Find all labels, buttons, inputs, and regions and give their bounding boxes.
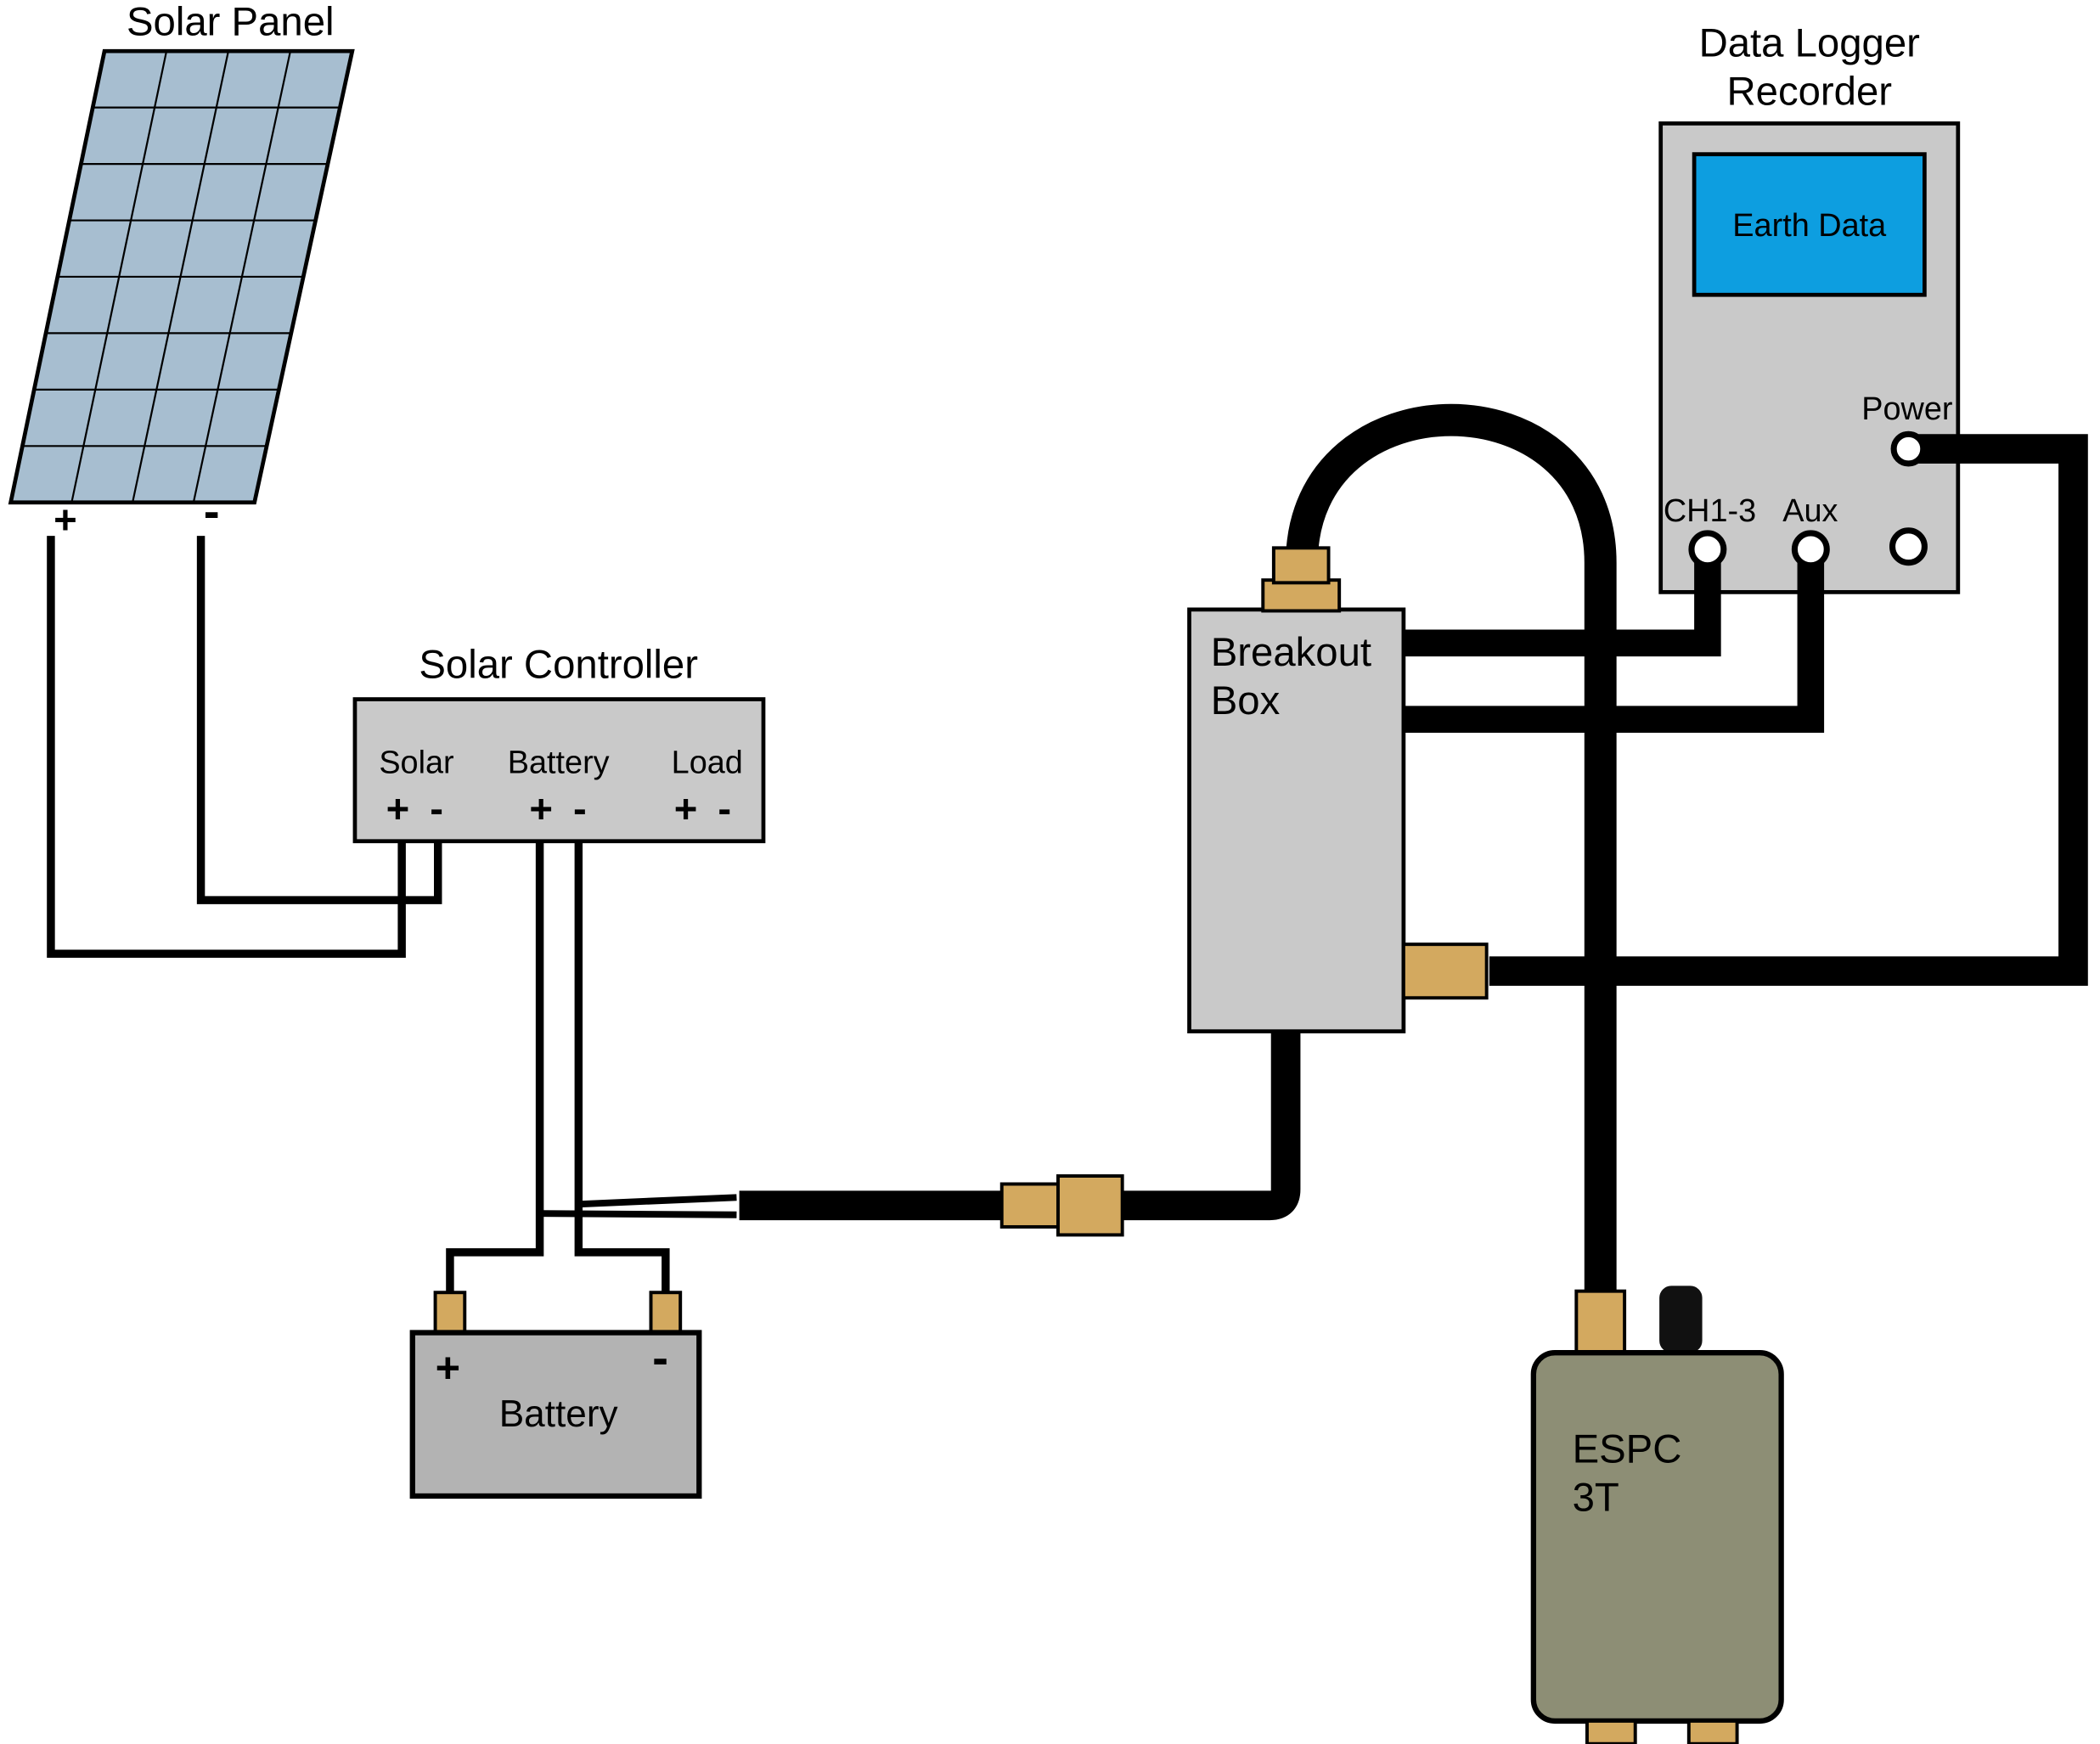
- wire-panel-positive: [47, 536, 406, 958]
- aux-port-label: Aux: [1782, 493, 1838, 529]
- solar-panel-plus-label: +: [53, 498, 77, 543]
- ch1-3-port-jack: [1688, 530, 1727, 569]
- battery: + - Battery: [409, 1291, 702, 1499]
- breakout-side-connector: [1401, 942, 1489, 1000]
- battery-minus-sign: -: [573, 787, 587, 832]
- battery-minus-label: -: [652, 1331, 668, 1385]
- cable-power-to-breakout: [1489, 434, 2088, 987]
- aux-port-jack: [1791, 530, 1830, 569]
- solar-panel-title: Solar Panel: [127, 0, 335, 44]
- load-plus-sign: +: [674, 787, 698, 832]
- wire-panel-negative: [196, 536, 442, 904]
- battery-plus-label: +: [436, 1343, 460, 1392]
- sensor-power-cable: [739, 1031, 1301, 1237]
- battery-terminal-negative: [649, 1291, 683, 1335]
- battery-body: [409, 1330, 702, 1499]
- breakout-top-connector-base: [1261, 578, 1342, 613]
- ch1-3-port-label: CH1-3: [1664, 493, 1756, 529]
- solar-panel: Solar Panel + -: [8, 0, 355, 543]
- espc-bottom-connector-left: [1585, 1719, 1637, 1744]
- controller-terminal-battery-label: Battery: [508, 745, 610, 780]
- wires-controller-to-battery: [446, 841, 737, 1293]
- espc-top-connector: [1574, 1289, 1627, 1355]
- breakout-box-body: [1187, 607, 1406, 1034]
- wire-battery-positive: [446, 841, 544, 1293]
- espc-bottom-connector-right: [1686, 1719, 1739, 1744]
- solar-controller: Solar Controller Solar Battery Load + - …: [352, 642, 766, 844]
- solar-panel-minus-label: -: [204, 486, 220, 539]
- cable-breakout-to-ch1-3: [1403, 555, 1721, 657]
- solar-controller-body: [352, 697, 766, 844]
- espc-title-line2: 3T: [1573, 1475, 1619, 1520]
- espc-cap: [1659, 1285, 1703, 1353]
- cable-breakout-to-aux: [1403, 555, 1825, 733]
- wire-cable-lead-2: [541, 1210, 737, 1218]
- power-port-jack: [1890, 430, 1927, 467]
- solar-plus-sign: +: [386, 787, 410, 832]
- breakout-box-title-line2: Box: [1211, 678, 1281, 723]
- wire-cable-lead-1: [579, 1194, 737, 1208]
- data-logger-screen: [1692, 152, 1927, 297]
- breakout-box: Breakout Box: [1187, 607, 1406, 1034]
- controller-terminal-solar-label: Solar: [379, 745, 453, 780]
- wire-battery-negative: [574, 841, 670, 1293]
- cable-breakout-to-espc: [1286, 403, 1617, 1319]
- cables: [1286, 403, 2088, 1319]
- breakout-box-connectors: [1261, 546, 1489, 1000]
- data-logger-title-line2: Recorder: [1726, 69, 1892, 114]
- inline-connector-large: [1056, 1174, 1124, 1237]
- solar-controller-title: Solar Controller: [419, 642, 698, 687]
- data-logger-recorder: Data Logger Recorder Earth Data Power CH…: [1658, 21, 1961, 594]
- espc-3t-sensor: ESPC 3T: [1530, 1285, 1784, 1744]
- inline-connector-small: [999, 1182, 1060, 1229]
- espc-title-line1: ESPC: [1573, 1427, 1682, 1472]
- screen-text: Earth Data: [1732, 208, 1887, 244]
- espc-body: [1530, 1350, 1784, 1724]
- controller-terminal-load-label: Load: [672, 745, 743, 780]
- wires-panel-to-controller: [47, 536, 442, 958]
- data-logger-ports: [1688, 430, 1928, 569]
- breakout-box-title-line1: Breakout: [1211, 630, 1371, 675]
- battery-label: Battery: [499, 1393, 618, 1435]
- data-logger-title-line1: Data Logger: [1699, 21, 1920, 66]
- battery-plus-sign: +: [529, 787, 553, 832]
- solar-minus-sign: -: [430, 787, 443, 832]
- cable-breakout-to-battery: [739, 1031, 1301, 1221]
- spare-port-jack: [1889, 527, 1928, 566]
- load-minus-sign: -: [718, 787, 731, 832]
- power-port-label: Power: [1861, 391, 1952, 427]
- solar-panel-grid: [22, 50, 341, 503]
- breakout-top-connector-plug: [1271, 546, 1331, 585]
- battery-terminal-positive: [433, 1291, 467, 1335]
